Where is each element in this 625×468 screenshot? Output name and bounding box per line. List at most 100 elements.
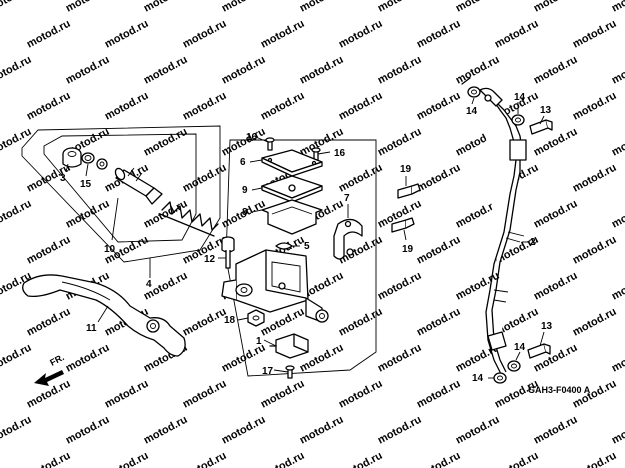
watermark-text: motod.ru (610, 342, 625, 375)
watermark-text: motod.ru (181, 18, 229, 51)
watermark-text: motod.ru (415, 234, 463, 267)
brake-light-switch (269, 333, 309, 359)
watermark-text: motod.ru (337, 306, 385, 339)
watermark-text: motod.ru (103, 90, 151, 123)
watermark-text: motod.ru (454, 54, 502, 87)
pivot-bolt (221, 236, 235, 269)
watermark-text: motod.ru (571, 90, 619, 123)
watermark-text: motod.ru (337, 90, 385, 123)
watermark-text: motod.ru (415, 306, 463, 339)
watermark-text: motod.ru (610, 0, 625, 15)
watermark-text: motod.ru (298, 414, 346, 447)
watermark-text: motod.ru (64, 414, 112, 447)
callout-16-right: 16 (334, 148, 346, 159)
watermark-text: motod.ru (25, 450, 73, 468)
callout-14-d: 14 (472, 373, 484, 384)
watermark-text: motod.ru (376, 270, 424, 303)
watermark-text: motod.ru (0, 0, 34, 15)
callout-18: 18 (224, 315, 236, 326)
diagram-code: GAH3-F0400 A (528, 385, 591, 395)
watermark-text: motod.ru (415, 162, 463, 195)
watermark-text: motod.ru (0, 126, 34, 159)
callout-14-c: 14 (514, 342, 526, 353)
watermark-text: motod.ru (103, 450, 151, 468)
callout-15: 15 (80, 179, 92, 190)
watermark-text: motod.ru (25, 234, 73, 267)
watermark-text: motod.ru (259, 90, 307, 123)
watermark-text: motod.ru (181, 90, 229, 123)
watermark-text: motod.ru (259, 378, 307, 411)
watermark-text: motod.ru (220, 0, 268, 15)
watermark-text: motod.ru (532, 270, 580, 303)
callout-16-left: 16 (246, 132, 258, 143)
piston (114, 167, 163, 205)
watermark-text: motod.ru (298, 54, 346, 87)
watermark-text: motod.ru (610, 270, 625, 303)
cap-screw-left (265, 137, 275, 151)
watermark-text: motod.ru (64, 54, 112, 87)
watermark-text: motod.ru (259, 450, 307, 468)
piston-cup (62, 147, 82, 168)
watermark-text: motod.ru (376, 0, 424, 15)
watermark-text: motod.ru (532, 198, 580, 231)
watermark-text: motod.ru (103, 18, 151, 51)
watermark-text: motod.ru (0, 198, 34, 231)
watermark-text: motod.ru (532, 54, 580, 87)
watermark-text: motod.ru (337, 162, 385, 195)
master-cylinder-body (221, 249, 329, 323)
watermark-text: motod.ru (298, 0, 346, 15)
watermark-text: motod.ru (64, 342, 112, 375)
brake-hose (461, 77, 527, 373)
sealing-washer-3 (507, 360, 521, 372)
callout-14-a: 14 (466, 106, 478, 117)
watermark-text: motod.ru (64, 0, 112, 15)
watermark-text: motod.ru (610, 414, 625, 447)
circlip (81, 152, 95, 164)
watermark-text: motod.ru (337, 18, 385, 51)
callout-5: 5 (304, 241, 310, 252)
watermark-text: motod.ru (103, 378, 151, 411)
rubber-boot (275, 242, 293, 250)
return-spring (159, 201, 219, 237)
holder-bolt-lower (391, 217, 415, 233)
callout-14-b: 14 (514, 92, 526, 103)
watermark-text: motod.ru (142, 0, 190, 15)
watermark-text: motod.ru (181, 306, 229, 339)
callout-17: 17 (262, 366, 274, 377)
watermark-text: motod.ru (493, 450, 541, 468)
watermark-text: motod.ru (142, 126, 190, 159)
watermark-text: motod.ru (142, 198, 190, 231)
callout-19-upper: 19 (400, 164, 412, 175)
watermark-text: motod.ru (337, 450, 385, 468)
watermark-text: motod.ru (259, 18, 307, 51)
callout-13-lower: 13 (541, 321, 553, 332)
watermark-text: motod.ru (0, 54, 34, 87)
watermark-text: motod.ru (610, 54, 625, 87)
callout-8: 8 (242, 207, 248, 218)
watermark-text: motod.ru (532, 414, 580, 447)
banjo-bolt-lower (527, 343, 551, 359)
boot-washer (96, 158, 108, 170)
sealing-washer-4 (493, 372, 507, 384)
watermark-text: motod.ru (571, 162, 619, 195)
watermark-text: motod.ru (220, 54, 268, 87)
watermark-text: motod.ru (571, 18, 619, 51)
callout-1: 1 (256, 336, 262, 347)
watermark-text: motod.ru (376, 54, 424, 87)
watermark-text: motod.ru (25, 306, 73, 339)
callout-12: 12 (204, 254, 216, 265)
watermark-text: motod.ru (25, 90, 73, 123)
diaphragm (261, 199, 323, 235)
callout-7: 7 (344, 193, 350, 204)
callout-10: 10 (104, 244, 116, 255)
watermark-text: motod.ru (532, 0, 580, 15)
reservoir-cap (261, 149, 323, 177)
watermark-text: motod.ru (415, 450, 463, 468)
callout-2: 2 (530, 237, 536, 248)
watermark-text: motod.ru (0, 342, 34, 375)
watermark-text: motod.ru (454, 0, 502, 15)
direction-label: FR. (48, 352, 65, 368)
watermark-text: motod.ru (376, 126, 424, 159)
